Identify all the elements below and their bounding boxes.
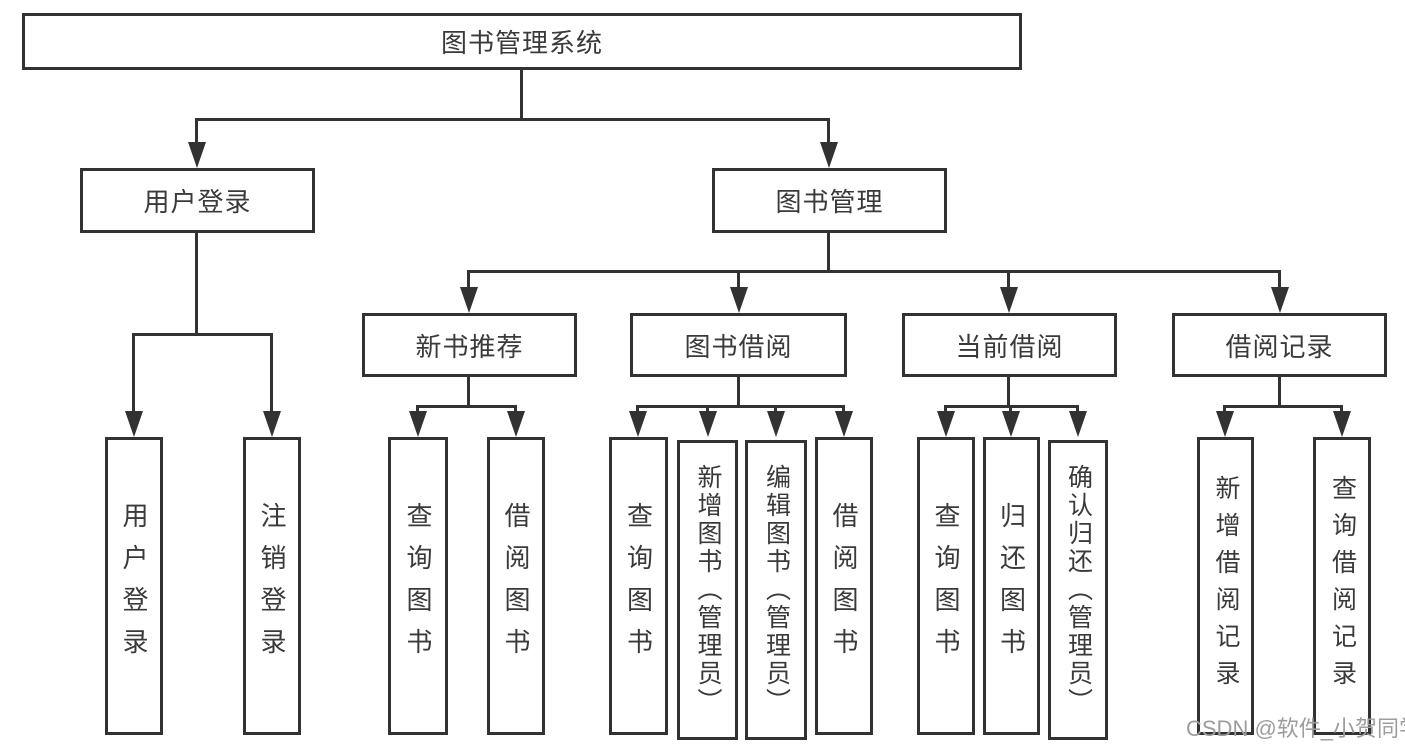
arrow-down-icon: [188, 142, 206, 168]
node-label: 查询图书: [931, 502, 961, 670]
leaf-add-borrow-record: 新增借阅记录: [1197, 437, 1254, 735]
node-label: 编辑图书（管理员）: [762, 464, 791, 716]
arrow-down-icon: [937, 411, 955, 437]
node-label: 新增图书（管理员）: [694, 464, 722, 716]
connector-line: [195, 118, 198, 160]
connector-line: [467, 377, 470, 407]
arrow-down-icon: [409, 411, 427, 437]
node-label: 注销登录: [257, 502, 287, 670]
arrow-down-icon: [1000, 287, 1018, 313]
node-label: 新书推荐: [415, 331, 524, 362]
node-book-borrowing: 图书借阅: [630, 313, 847, 377]
leaf-borrow-books-borrow: 借阅图书: [815, 437, 873, 735]
connector-line: [520, 70, 523, 120]
node-label: 查询借阅记录: [1328, 475, 1357, 697]
connector-line: [737, 377, 740, 407]
node-new-book-recommendation: 新书推荐: [362, 313, 577, 377]
connector-line: [827, 232, 830, 272]
leaf-confirm-return-admin: 确认归还（管理员）: [1048, 440, 1108, 740]
arrow-down-icon: [820, 142, 838, 168]
connector-line: [1278, 377, 1281, 407]
node-label: 查询图书: [623, 502, 654, 670]
connector-line: [416, 405, 517, 408]
arrow-down-icon: [699, 411, 717, 437]
node-book-management: 图书管理: [712, 168, 947, 233]
arrow-down-icon: [767, 411, 785, 437]
connector-line: [467, 270, 1281, 273]
node-label: 借阅图书: [829, 502, 859, 670]
arrow-down-icon: [460, 287, 478, 313]
arrow-down-icon: [1069, 411, 1087, 437]
leaf-logout-login: 注销登录: [243, 437, 301, 735]
arrow-down-icon: [1216, 411, 1234, 437]
node-current-borrowing: 当前借阅: [902, 313, 1117, 377]
leaf-query-books-recommend: 查询图书: [388, 437, 448, 735]
connector-line: [1007, 377, 1010, 407]
arrow-down-icon: [125, 411, 143, 437]
node-label: 用户登录: [119, 502, 149, 670]
arrow-down-icon: [507, 411, 525, 437]
arrow-down-icon: [263, 411, 281, 437]
node-label: 归还图书: [996, 502, 1027, 670]
node-label: 图书管理: [775, 187, 884, 217]
arrow-down-icon: [629, 411, 647, 437]
node-label: 借阅记录: [1225, 331, 1334, 362]
node-label: 确认归还（管理员）: [1064, 464, 1093, 716]
node-borrowing-records: 借阅记录: [1172, 313, 1387, 377]
leaf-user-login: 用户登录: [105, 437, 163, 735]
connector-line: [195, 118, 830, 121]
connector-line: [270, 333, 273, 430]
leaf-query-books-current: 查询图书: [917, 437, 975, 735]
node-label: 借阅图书: [501, 502, 531, 670]
node-root: 图书管理系统: [22, 13, 1022, 70]
leaf-add-books-admin: 新增图书（管理员）: [677, 440, 738, 740]
leaf-query-books-borrow: 查询图书: [609, 437, 668, 735]
node-label: 当前借阅: [955, 331, 1064, 362]
node-label: 新增借阅记录: [1212, 475, 1240, 697]
arrow-down-icon: [835, 411, 853, 437]
watermark-text: CSDN @软件_小贺同学: [1186, 716, 1405, 741]
node-label: 图书管理系统: [440, 28, 603, 58]
connector-line: [636, 405, 845, 408]
connector-line: [1223, 405, 1343, 408]
connector-line: [195, 233, 198, 335]
leaf-borrow-books-recommend: 借阅图书: [487, 437, 545, 735]
arrow-down-icon: [730, 287, 748, 313]
leaf-return-books: 归还图书: [983, 437, 1040, 735]
connector-line: [132, 333, 135, 430]
leaf-edit-books-admin: 编辑图书（管理员）: [745, 440, 807, 740]
leaf-query-borrow-record: 查询借阅记录: [1313, 437, 1371, 735]
node-label: 用户登录: [143, 187, 252, 217]
arrow-down-icon: [1333, 411, 1351, 437]
node-label: 查询图书: [403, 502, 433, 670]
connector-line: [827, 118, 830, 160]
node-user-login: 用户登录: [80, 168, 315, 233]
arrow-down-icon: [1002, 411, 1020, 437]
node-label: 图书借阅: [684, 331, 793, 362]
connector-line: [132, 333, 273, 336]
arrow-down-icon: [1271, 287, 1289, 313]
